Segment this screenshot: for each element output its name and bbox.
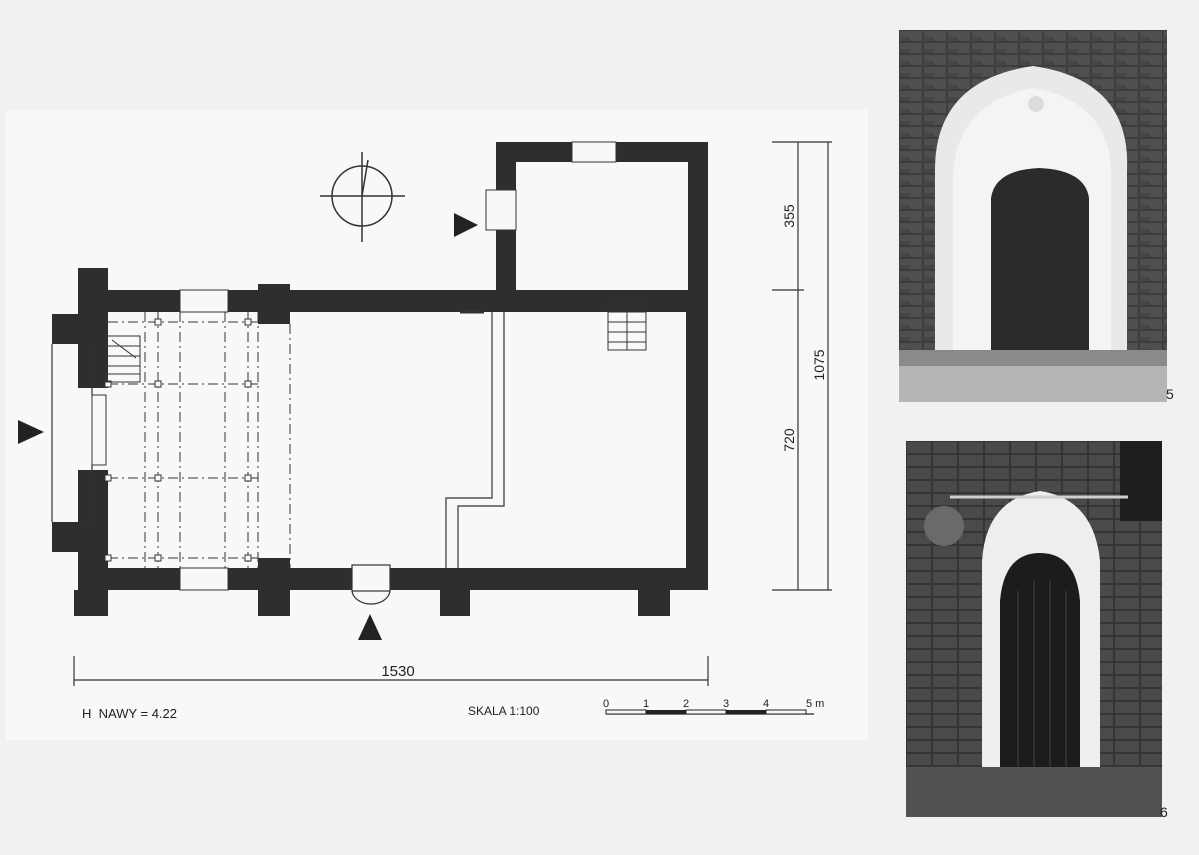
tower-entrance-arrow-icon — [454, 213, 478, 237]
south-entrance-arrow-icon — [358, 614, 382, 640]
dim-total-depth: 1075 — [811, 349, 827, 380]
portal-5-image — [899, 30, 1167, 402]
photo-5-number: 5 — [1166, 386, 1174, 402]
west-entrance-arrow-icon — [18, 420, 44, 444]
dimension-lines — [73, 141, 832, 686]
interior-partition — [445, 310, 505, 568]
gallery-posts — [104, 318, 252, 562]
scale-bar: 0 1 2 3 4 5 m — [603, 698, 824, 715]
scale-tick-0: 0 — [603, 698, 609, 710]
floor-plan-sheet — [6, 110, 868, 740]
walls — [52, 142, 708, 616]
nave-height-note: H NAWY = 4.22 — [82, 706, 177, 721]
scale-tick-3: 3 — [723, 698, 729, 710]
scale-tick-5: 5 m — [806, 698, 824, 710]
openings — [91, 141, 617, 591]
dim-total-width: 1530 — [381, 663, 414, 680]
dim-tower-depth: 355 — [781, 204, 797, 228]
photo-portal-5 — [899, 30, 1167, 402]
south-door — [351, 564, 391, 605]
west-porch — [51, 343, 93, 523]
entrance-arrow-icons — [18, 213, 478, 640]
gallery-grid — [108, 312, 291, 568]
north-arrow-icon — [320, 152, 405, 242]
scale-label: SKALA 1:100 — [468, 704, 540, 718]
scale-tick-4: 4 — [763, 698, 769, 710]
dim-nave-depth: 720 — [781, 428, 797, 452]
scale-tick-1: 1 — [643, 698, 649, 710]
stairs-tower — [607, 299, 647, 351]
photo-portal-6 — [906, 441, 1162, 817]
scale-tick-2: 2 — [683, 698, 689, 710]
stairs-west — [105, 335, 141, 383]
photo-6-number: 6 — [1160, 804, 1168, 820]
portal-6-image — [906, 441, 1162, 817]
